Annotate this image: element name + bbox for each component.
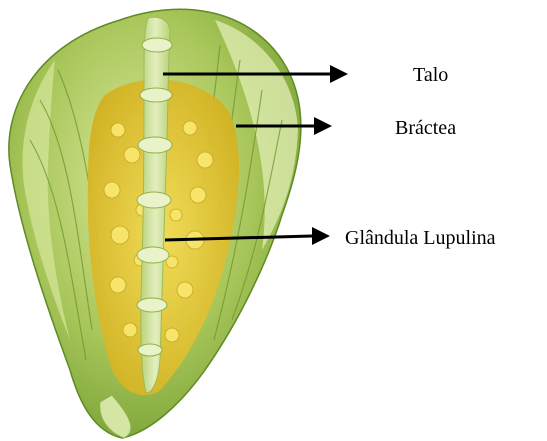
stem-label: Talo — [413, 65, 448, 85]
arrow-to-bract-head — [314, 117, 332, 135]
arrow-to-stem-head — [330, 65, 348, 83]
bract-label: Bráctea — [395, 118, 456, 138]
lupulin-gland-label: Glândula Lupulina — [345, 228, 496, 248]
arrow-to-gland-head — [312, 227, 330, 245]
